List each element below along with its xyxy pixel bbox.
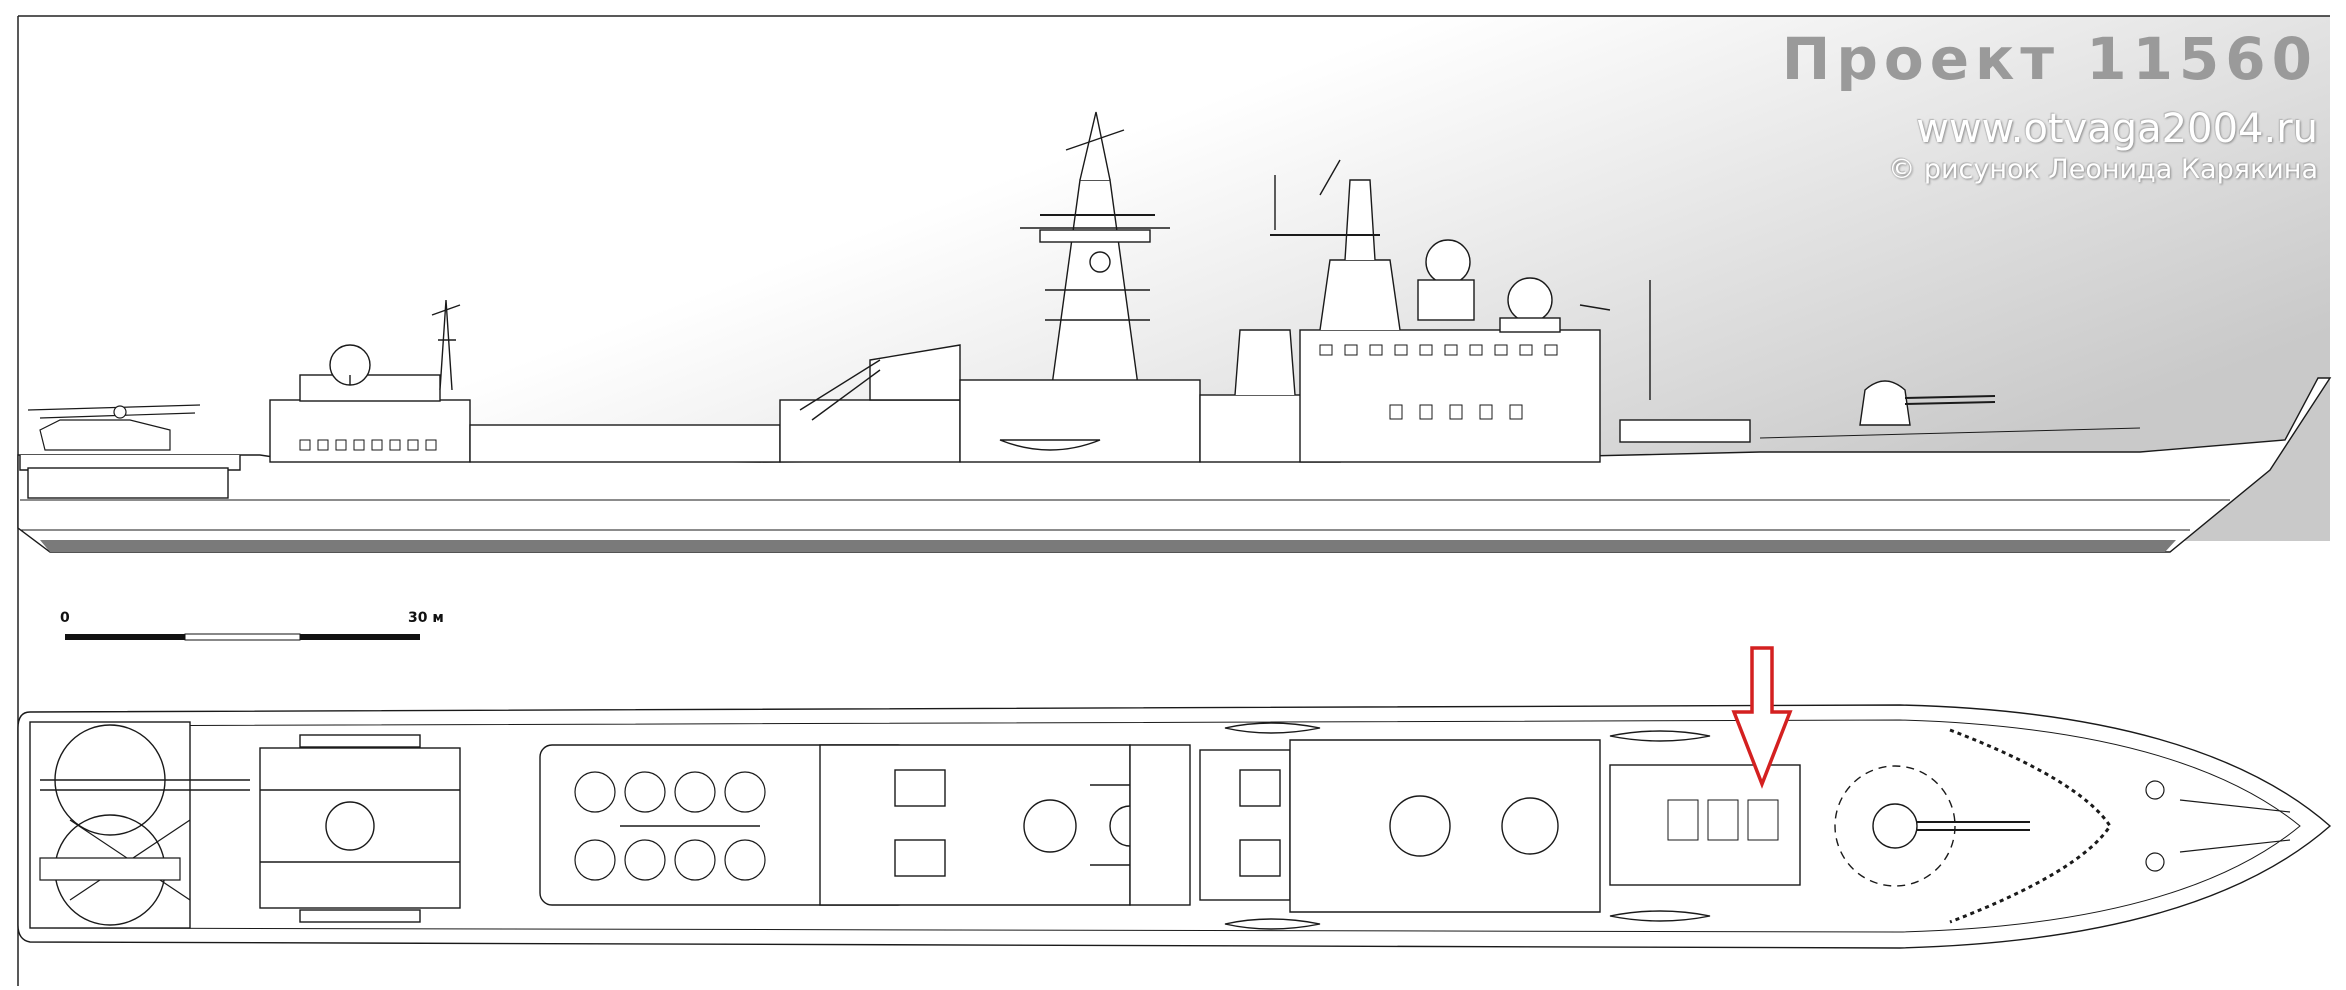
main-mast [1020, 111, 1170, 401]
fore-mast [1344, 179, 1376, 261]
drawing-title: Проект 11560 [1781, 25, 2318, 93]
top-boat-2 [1224, 918, 1321, 930]
scale-start-label: 0 [60, 610, 70, 626]
top-helicopter [39, 819, 191, 901]
side-boat-1 [999, 439, 1101, 451]
aft-lattice-mast [439, 299, 453, 391]
cell-launcher-2 [894, 839, 946, 877]
red-pointer-arrow [1731, 646, 1793, 789]
helipad [29, 721, 191, 929]
top-gun-turret [1872, 803, 1918, 849]
side-boot-stripe [40, 540, 2176, 552]
gun-arc [1834, 765, 1956, 887]
mid-superstructure [779, 399, 961, 463]
scale-bar [65, 633, 420, 641]
side-gun-turret [1859, 380, 1996, 426]
author-credit: © рисунок Леонида Карякина [1888, 154, 2318, 185]
side-helicopter [27, 404, 201, 451]
fore-superstructure [1299, 329, 1601, 463]
cell-launcher-1 [894, 769, 946, 807]
fore-radome [1507, 277, 1553, 323]
aft-superstructure [269, 399, 471, 463]
top-plan-view [17, 704, 2332, 949]
side-profile-view [17, 111, 2332, 553]
header-block: Проект 11560 www.otvaga2004.ru © рисунок… [1782, 30, 2318, 186]
top-boat-1 [1224, 722, 1321, 734]
website-link[interactable]: www.otvaga2004.ru [1916, 106, 2318, 152]
vertical-launch-block [1609, 764, 1801, 886]
fire-control-director [1425, 239, 1471, 285]
scale-end-label: 30 м [408, 610, 444, 626]
